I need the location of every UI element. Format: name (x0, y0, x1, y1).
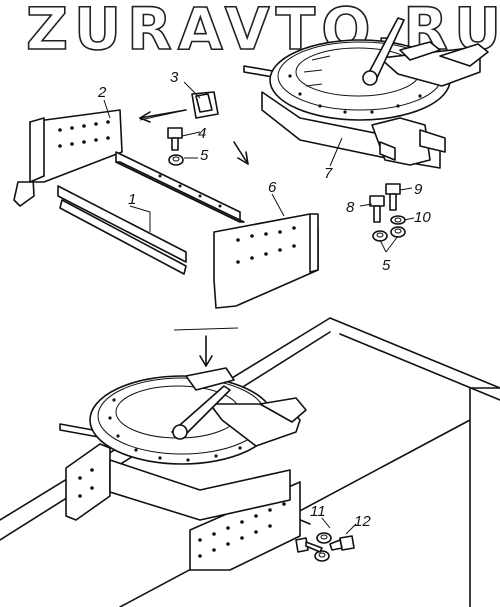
bolt-12 (295, 535, 355, 553)
fifth-wheel-coupling-top (243, 17, 489, 169)
bolt-11 (314, 532, 332, 562)
bolt-8 (369, 195, 385, 223)
callout-7: 7 (324, 165, 333, 182)
callout-10: 10 (414, 209, 431, 226)
callout-4: 4 (198, 125, 206, 142)
mounting-bracket-2 (13, 109, 123, 207)
callout-labels: 1 2 3 4 5 6 7 8 9 10 5 11 12 (97, 69, 431, 530)
nut-5-top (168, 154, 184, 166)
long-rails-1 (57, 151, 245, 275)
callout-3: 3 (170, 69, 179, 86)
washer-10 (390, 215, 406, 225)
callout-6: 6 (268, 179, 277, 196)
callout-8: 8 (346, 199, 355, 216)
callout-9: 9 (414, 181, 423, 198)
callout-5-right: 5 (382, 257, 391, 274)
bolt-9 (385, 183, 401, 211)
callout-11: 11 (310, 503, 326, 520)
callout-12: 12 (354, 513, 371, 530)
fifth-wheel-assembled (59, 367, 307, 571)
callout-1: 1 (128, 191, 136, 208)
callout-2: 2 (97, 84, 107, 101)
clamp-3 (191, 91, 219, 119)
nuts-5 (372, 226, 406, 242)
mounting-bracket-6 (213, 213, 319, 309)
callout-5-top: 5 (200, 147, 209, 164)
bolt-4 (167, 127, 183, 151)
